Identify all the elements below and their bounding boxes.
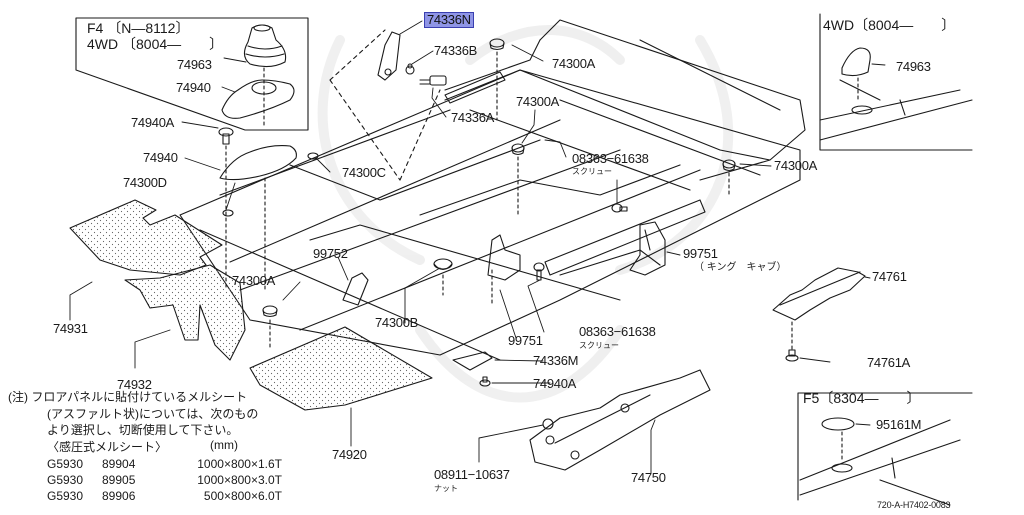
plug-74300D	[222, 209, 234, 217]
part-label-08363-61638[interactable]: 08363−61638	[579, 324, 656, 339]
inset-f4-title-line2: 4WD 〔8004— 〕	[87, 36, 224, 52]
floor-panel	[179, 69, 801, 361]
grommet-74300A-3	[722, 159, 736, 172]
part-label-74920[interactable]: 74920	[332, 447, 367, 462]
note-text: フロアパネルに貼付けているメルシート	[31, 390, 248, 404]
insulator-74932	[124, 264, 246, 361]
part-label-74761[interactable]: 74761	[872, 269, 907, 284]
part-label-74963[interactable]: 74963	[177, 57, 212, 72]
note-line-1: (注) フロアパネルに貼付けているメルシート	[8, 389, 258, 406]
note-block: (注) フロアパネルに貼付けているメルシート (アスファルト状)については、次の…	[8, 389, 258, 455]
note-line-2: (アスファルト状)については、次のもの	[47, 406, 259, 421]
part-label-74336A[interactable]: 74336A	[451, 110, 495, 125]
clip-74940A-2	[479, 376, 491, 387]
grommet-74300A-1	[489, 38, 505, 51]
part-label-74300A[interactable]: 74300A	[516, 94, 560, 109]
table-row: G5930 89905 1000×800×3.0T	[47, 472, 282, 488]
part-label-74336M[interactable]: 74336M	[533, 353, 579, 368]
part-label-08911-10637[interactable]: 08911−10637	[434, 467, 510, 482]
tray-74750	[529, 369, 711, 471]
part-label-74300B[interactable]: 74300B	[375, 315, 419, 330]
table-cell-code: G5930	[47, 457, 84, 471]
inset-f4-title-line1: F4 〔N—8112〕	[87, 20, 190, 36]
bracket-74336N	[377, 31, 415, 81]
part-label-08363-61638[interactable]: 08363−61638	[572, 151, 649, 166]
table-row: G5930 89906 500×800×6.0T	[47, 488, 282, 504]
cross-bar	[444, 71, 506, 104]
part-label-74963[interactable]: 74963	[896, 59, 931, 74]
clip-74940A	[218, 127, 234, 145]
inset-4wd-title: 4WD〔8004— 〕	[823, 17, 956, 33]
rear-floor-section	[444, 19, 806, 191]
diagram-reference-code: 720-A-H7402-0083	[877, 500, 951, 510]
note-unit: (mm)	[210, 438, 238, 452]
part-sublabel-screw: スクリュー	[572, 167, 612, 176]
insulator-74920	[249, 326, 433, 411]
strap-99752	[342, 272, 369, 306]
note-line-4: 〈感圧式メルシート〉	[47, 439, 168, 454]
table-cell-size: 1000×800×3.0T	[197, 473, 282, 487]
part-label-74336N[interactable]: 74336N	[424, 12, 474, 28]
part-label-99752[interactable]: 99752	[313, 246, 348, 261]
note-prefix: (注)	[8, 390, 28, 404]
inset-f5-title: F5〔8304— 〕	[803, 390, 921, 406]
table-cell-number: 89905	[102, 473, 136, 487]
part-label-99751[interactable]: 99751	[683, 246, 718, 261]
part-sublabel-screw: スクリュー	[579, 341, 619, 350]
table-cell-size: 1000×800×1.6T	[197, 457, 282, 471]
bracket-99751	[487, 234, 521, 306]
grommet-74300A-4	[262, 305, 278, 318]
table-cell-code: G5930	[47, 473, 84, 487]
plate-74940-inset	[221, 79, 295, 119]
part-label-95161M[interactable]: 95161M	[876, 417, 922, 432]
part-label-74932[interactable]: 74932	[117, 377, 152, 392]
table-cell-number: 89904	[102, 457, 136, 471]
part-label-74300A[interactable]: 74300A	[774, 158, 818, 173]
leader-lines	[69, 20, 886, 474]
part-label-74300C[interactable]: 74300C	[342, 165, 386, 180]
part-sublabel-kingcab: （ キング キャブ）	[694, 262, 787, 273]
table-row: G5930 89904 1000×800×1.6T	[47, 456, 282, 472]
screw-08363-1	[611, 203, 628, 213]
part-label-74300A[interactable]: 74300A	[232, 273, 276, 288]
grommet-74300A-2	[511, 143, 525, 156]
part-label-74940[interactable]: 74940	[143, 150, 178, 165]
part-label-99751[interactable]: 99751	[508, 333, 543, 348]
part-sublabel-nut: ナット	[434, 484, 458, 493]
clip-74761A	[785, 349, 799, 362]
side-sill	[544, 199, 706, 276]
part-label-74336B[interactable]: 74336B	[434, 43, 478, 58]
table-cell-code: G5930	[47, 489, 84, 503]
note-line-3: より選択し、切断使用して下さい。	[47, 423, 239, 437]
part-label-74940A[interactable]: 74940A	[533, 376, 577, 391]
member-74761	[772, 267, 866, 321]
part-label-74931[interactable]: 74931	[53, 321, 88, 336]
inset-4wd-box	[819, 13, 973, 151]
part-label-74940[interactable]: 74940	[176, 80, 211, 95]
part-label-74761A[interactable]: 74761A	[867, 355, 911, 370]
dashed-guide-bracket	[329, 29, 441, 181]
insulator-74931	[69, 199, 223, 276]
part-label-74300A[interactable]: 74300A	[552, 56, 596, 71]
part-label-74750[interactable]: 74750	[631, 470, 666, 485]
bolt-74336A	[419, 75, 447, 86]
part-label-74300D[interactable]: 74300D	[123, 175, 167, 190]
bracket-99751-kingcab	[629, 221, 666, 276]
boot-74963-left	[243, 24, 287, 68]
table-cell-number: 89906	[102, 489, 136, 503]
part-label-74940A[interactable]: 74940A	[131, 115, 175, 130]
grommet-74300B	[433, 258, 453, 271]
table-cell-size: 500×800×6.0T	[203, 489, 282, 503]
bracket-74336M	[452, 351, 493, 371]
plate-74940	[219, 145, 297, 181]
sheet-size-table: G5930 89904 1000×800×1.6T G5930 89905 10…	[47, 456, 282, 504]
inset-f4-box	[75, 17, 309, 131]
nut-08911	[542, 418, 554, 430]
plug-74300C	[307, 152, 319, 160]
inset-f5-box	[797, 392, 973, 506]
